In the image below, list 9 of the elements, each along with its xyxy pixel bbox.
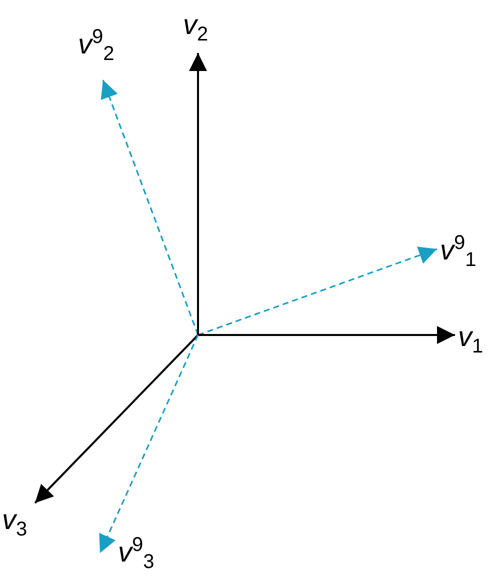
arrow — [100, 80, 199, 336]
arrow — [189, 53, 207, 335]
arrow — [34, 334, 199, 504]
arrow — [198, 326, 455, 344]
vector-label: v$_{2}$ — [183, 10, 208, 50]
vector-label: v$_{3}$ — [2, 505, 28, 545]
vector-label: v$_{1}$ — [458, 322, 484, 362]
arrow — [99, 334, 199, 554]
arrow — [198, 246, 438, 336]
